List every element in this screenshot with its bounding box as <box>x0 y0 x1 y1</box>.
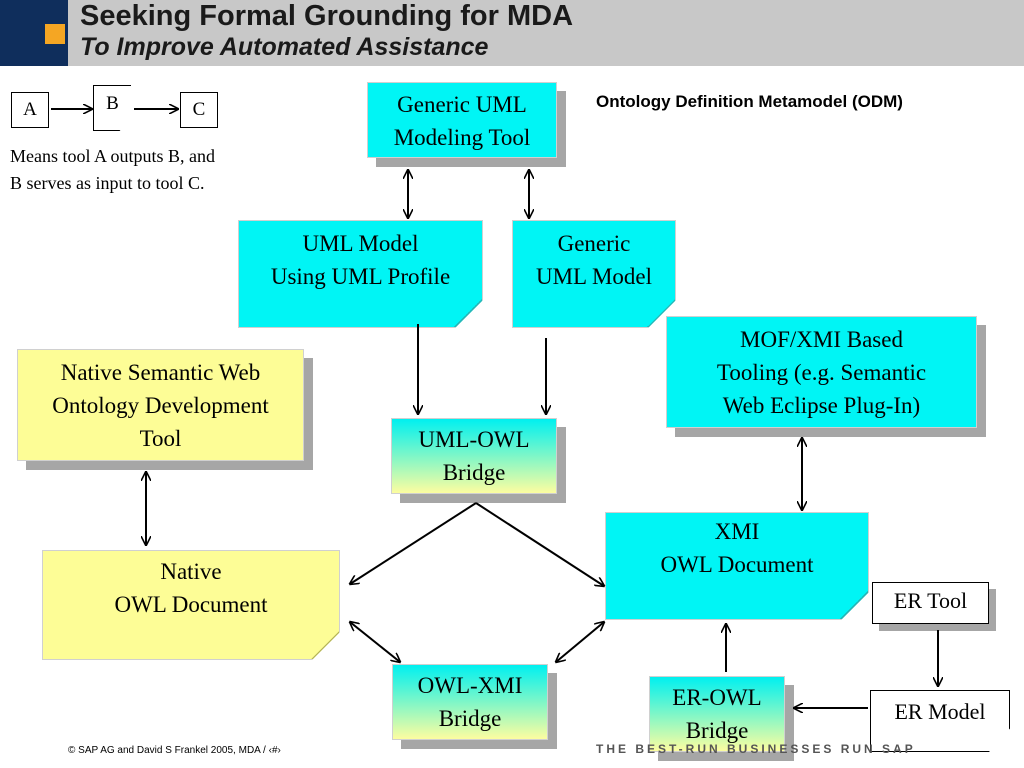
header-accent-square <box>45 24 65 44</box>
er-tool: ER Tool <box>872 582 989 624</box>
header-band <box>68 0 1024 66</box>
slide-title: Seeking Formal Grounding for MDA <box>80 0 574 32</box>
arrow-bridge-xmi <box>475 502 604 586</box>
arrow-bridge-native <box>350 502 477 584</box>
legend-doc-b: B <box>93 85 131 131</box>
odm-label: Ontology Definition Metamodel (ODM) <box>596 92 903 111</box>
arrow-native-owlxmi <box>350 622 400 662</box>
arrow-owlxmi-xmi <box>556 622 604 662</box>
er-model: ER Model <box>870 690 1010 752</box>
footer-tagline: THE BEST-RUN BUSINESSES RUN SAP <box>596 742 916 756</box>
footer-copyright: © SAP AG and David S Frankel 2005, MDA /… <box>68 745 281 756</box>
slide-subtitle: To Improve Automated Assistance <box>80 33 489 61</box>
legend-description: Means tool A outputs B, and B serves as … <box>10 146 216 193</box>
legend-box-a: A <box>11 92 49 128</box>
legend-box-c: C <box>180 92 218 128</box>
